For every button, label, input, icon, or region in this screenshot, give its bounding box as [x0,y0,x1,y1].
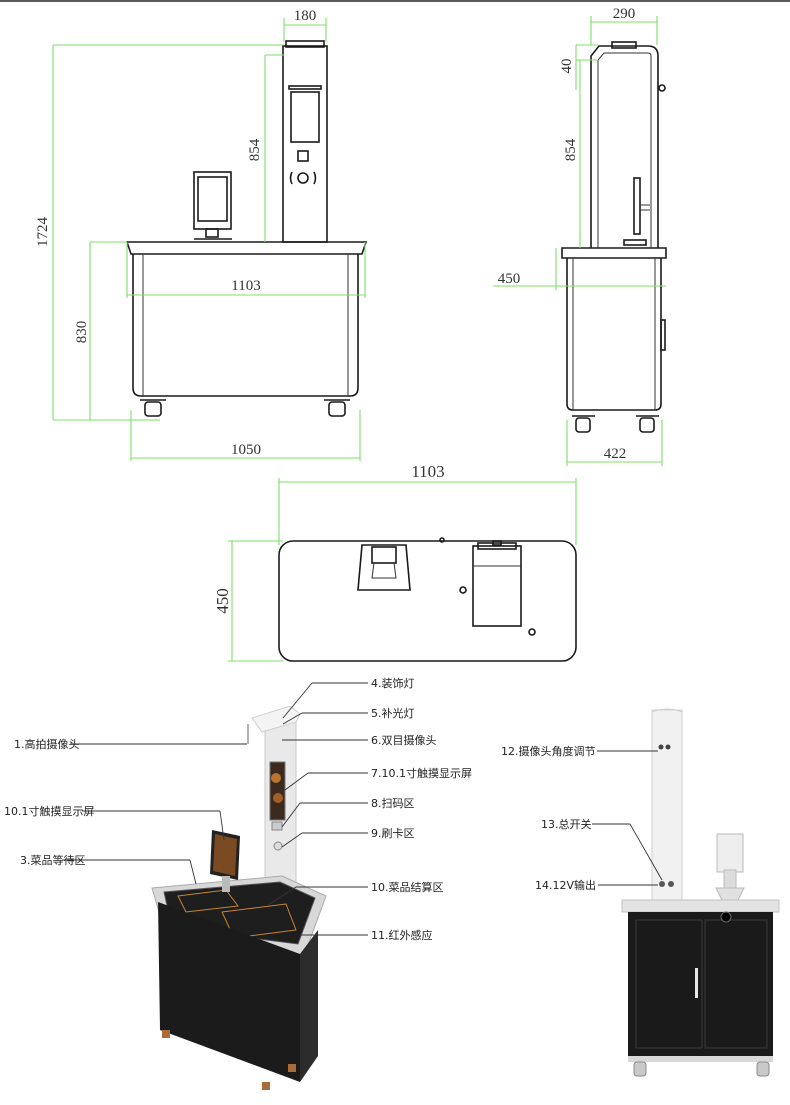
side-column-height-label: 854 [563,138,579,161]
side-elevation-view: 290 40 854 450 422 [493,6,667,466]
label-12v-output: 14.12V输出 [535,878,596,892]
label-decorative-light: 4.装饰灯 [371,676,415,690]
side-column [590,45,659,248]
label-binocular-camera: 6.双目摄像头 [371,733,437,747]
front-total-height-label: 1724 [35,217,51,248]
side-cabinet [566,258,662,411]
top-column-base [472,545,522,627]
side-table-top [561,247,667,259]
front-column [282,45,328,243]
label-touch-display-left: 10.1寸触摸显示屏 [4,804,95,818]
side-table-depth-label: 450 [498,271,521,287]
label-overhead-camera: 1.高拍摄像头 [14,737,80,751]
top-plan-view: 1103 450 [213,462,577,662]
top-width-label: 1103 [411,462,444,481]
label-checkout-area: 10.菜品结算区 [371,880,444,894]
side-top-height-label: 40 [559,59,575,74]
label-infrared-sensor: 11.红外感应 [371,928,433,942]
front-table-top [125,241,368,255]
front-card-reader [297,172,309,184]
front-table-height-label: 830 [74,321,90,344]
front-base-width-label: 1050 [231,442,261,458]
side-top-width-label: 290 [613,6,636,22]
front-wheel-left [144,401,162,417]
front-elevation-view: 180 1724 854 1103 830 1050 [35,8,368,461]
top-depth-label: 450 [213,588,232,614]
front-column-height-label: 854 [247,138,263,161]
label-camera-angle-adjust: 12.摄像头角度调节 [501,744,596,758]
front-3d-illustration [151,705,327,1090]
front-scan-window [297,150,309,162]
front-column-screen [290,91,320,143]
label-dish-waiting-area: 3.菜品等待区 [20,853,86,867]
side-base-depth-label: 422 [604,446,627,462]
label-touch-display-column: 7.10.1寸触摸显示屏 [371,766,472,780]
top-table-outline [278,540,577,662]
front-cabinet [132,254,359,397]
front-table-width-label: 1103 [231,278,260,294]
front-wheel-right [328,401,346,417]
front-top-width-label: 180 [294,8,317,24]
label-fill-light: 5.补光灯 [371,706,415,720]
label-main-switch: 13.总开关 [541,817,592,831]
top-monitor-base [357,544,411,591]
back-3d-illustration [621,708,780,1077]
front-callout-lines [62,682,368,936]
label-scan-area: 8.扫码区 [371,797,415,810]
label-card-area: 9.刷卡区 [371,827,415,840]
